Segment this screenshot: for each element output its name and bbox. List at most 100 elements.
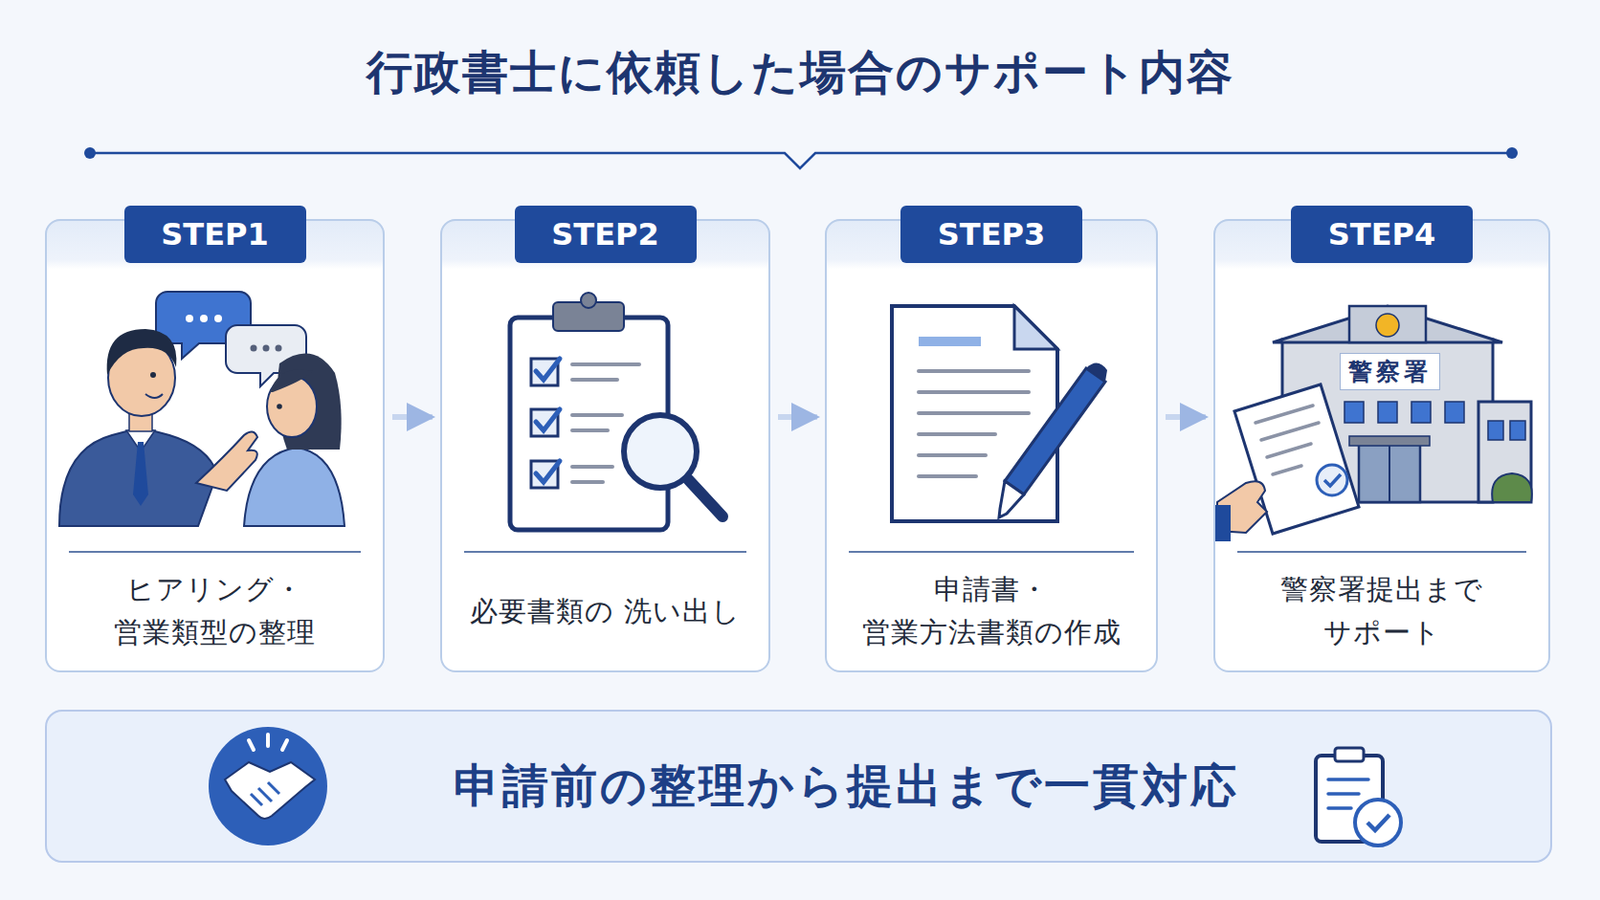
illustration-part [107, 329, 178, 376]
illustration-part [1388, 444, 1391, 503]
illustration-part [623, 415, 697, 489]
illustration-part [918, 411, 1029, 416]
illustration-part [84, 147, 96, 159]
illustration-part [1355, 800, 1401, 846]
illustration-part [1510, 421, 1526, 441]
illustration-part [1255, 405, 1319, 475]
illustration-part [1344, 401, 1364, 423]
illustration-part [1328, 806, 1352, 811]
illustration-part [918, 371, 1029, 477]
handshake-icon [208, 727, 328, 846]
illustration-part [44, 219, 385, 673]
step-caption: 申請書・ 営業方法書類の作成 [834, 568, 1149, 655]
illustration-part [1444, 401, 1465, 423]
illustration-part [891, 306, 1058, 522]
illustration-part [1328, 777, 1369, 782]
step-caption: 必要書類の 洗い出し [469, 590, 741, 634]
illustration-part [999, 481, 1024, 518]
illustration-part [824, 219, 1158, 673]
illustration-part [918, 336, 981, 347]
step-card: STEP4警察署提出まで サポート [1213, 219, 1551, 673]
illustration-part [572, 428, 608, 433]
illustration-part [535, 358, 560, 483]
illustration-part [1261, 422, 1319, 441]
illustration-part [1213, 505, 1231, 542]
illustration-part [535, 358, 560, 380]
illustration-part [1324, 474, 1341, 487]
illustration-part [248, 734, 288, 751]
illustration-part [580, 292, 597, 309]
illustration-part [1328, 792, 1359, 797]
title-rule [84, 147, 1518, 169]
illustration-part [263, 345, 270, 353]
checklist-illustration [510, 292, 723, 531]
illustration-part [145, 394, 163, 399]
caption-area: 必要書類の 洗い出し [449, 565, 761, 658]
card-fills [44, 219, 1553, 864]
illustration-part [1086, 362, 1108, 382]
illustration-part [133, 442, 149, 507]
illustration-part [440, 219, 771, 673]
illustration-part [1266, 444, 1312, 458]
illustration-part [1376, 313, 1400, 337]
illustration-part [918, 453, 986, 458]
illustration-part [250, 782, 280, 806]
summary-band: 申請前の整理から提出まで一貫対応 [44, 710, 1553, 864]
document-illustration [891, 306, 1108, 522]
illustration-part [1478, 401, 1532, 503]
illustration-part [248, 740, 254, 751]
consultation-illustration [59, 291, 345, 527]
illustration-part [1491, 473, 1533, 503]
step-arrow [777, 414, 818, 421]
illustration-part [918, 432, 996, 437]
illustration-part [1316, 465, 1348, 496]
illustration-part [1213, 219, 1551, 673]
illustration-part [200, 314, 208, 323]
illustration-part [276, 403, 283, 410]
illustration-part [535, 409, 560, 431]
step-card: STEP2必要書類の 洗い出し [440, 219, 771, 673]
illustration-part [68, 551, 361, 554]
illustration-part [572, 465, 613, 469]
illustration-part [269, 369, 313, 393]
illustration-part [1367, 815, 1390, 831]
illustration-part [848, 551, 1134, 554]
illustration-part [1255, 405, 1313, 423]
step-caption: ヒアリング・ 営業類型の整理 [54, 568, 376, 655]
illustration-part [185, 314, 194, 323]
illustration-part [918, 369, 1029, 374]
card-dividers [68, 551, 1527, 554]
illustration-part [44, 710, 1553, 864]
illustration-part [224, 762, 315, 820]
step-tab: STEP2 [514, 205, 697, 264]
illustration-part [572, 377, 618, 382]
illustration-part [275, 345, 283, 353]
illustration-part [918, 474, 977, 479]
step-caption: 警察署提出まで サポート [1222, 568, 1541, 655]
step-card: STEP1ヒアリング・ 営業類型の整理 [44, 219, 385, 673]
illustration-part [1358, 444, 1421, 503]
illustration-part [572, 362, 640, 367]
illustration-part [1014, 306, 1058, 350]
illustration-part [535, 461, 560, 483]
police-station-illustration [1213, 306, 1533, 542]
illustration-part [1334, 748, 1364, 762]
illustration-part [572, 480, 603, 485]
building-sign: 警察署 [1339, 353, 1441, 391]
illustration-part [1272, 306, 1503, 343]
illustration-part [1237, 551, 1527, 554]
illustration-part [282, 740, 288, 751]
illustration-part [1377, 401, 1398, 423]
illustration-part [687, 478, 723, 517]
step-arrow [1165, 414, 1206, 421]
summary-text: 申請前の整理から提出まで一貫対応 [362, 711, 1331, 862]
illustration-part [266, 734, 270, 747]
illustration-part [918, 390, 1029, 395]
illustration-part [59, 427, 218, 527]
illustration-part [1349, 306, 1426, 343]
clipboard-check-icon [1315, 748, 1401, 846]
step-tab: STEP3 [900, 205, 1083, 264]
step-tab: STEP4 [1290, 205, 1473, 264]
illustration-part [1506, 147, 1518, 159]
